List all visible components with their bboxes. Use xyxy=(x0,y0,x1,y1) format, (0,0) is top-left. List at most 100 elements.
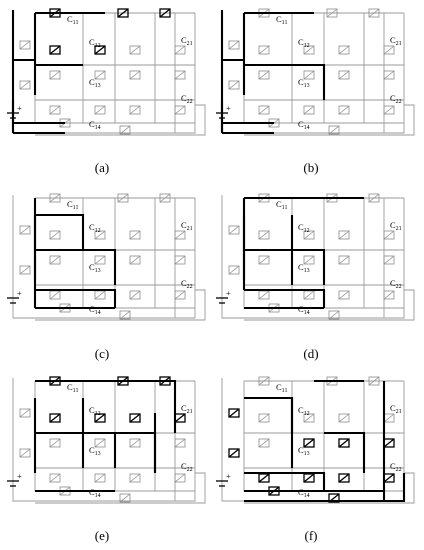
diode-mark xyxy=(129,105,141,115)
current-path xyxy=(115,431,157,473)
switch-device xyxy=(258,45,270,55)
capacitor-label-c12: C12 xyxy=(89,405,101,417)
capacitor-label-c11: C11 xyxy=(276,14,287,26)
switch-device xyxy=(258,438,270,448)
switch-device xyxy=(49,193,61,203)
switch-device xyxy=(303,45,315,55)
diode-mark xyxy=(174,105,186,115)
diode-mark xyxy=(49,193,61,203)
panel-caption-f: (f) xyxy=(305,528,318,543)
capacitor-label-c12: C12 xyxy=(298,37,310,49)
capacitor-label-c21: C21 xyxy=(390,220,402,232)
diode-mark xyxy=(228,40,240,50)
switch-device xyxy=(328,310,340,320)
current-path xyxy=(244,288,326,308)
diode-mark xyxy=(383,45,395,55)
capacitor-label-c22: C22 xyxy=(181,278,193,290)
capacitor-label-c21: C21 xyxy=(181,35,193,47)
diode-mark xyxy=(49,473,61,483)
diode-mark xyxy=(174,255,186,265)
switch-device xyxy=(174,290,186,300)
circuit-wire xyxy=(12,10,65,134)
diode-mark xyxy=(159,193,171,203)
diode-mark xyxy=(258,70,270,80)
switch-device xyxy=(94,230,106,240)
switch-device xyxy=(383,230,395,240)
diode-mark xyxy=(94,413,106,423)
diode-mark xyxy=(19,265,31,275)
capacitor-label-c22: C22 xyxy=(390,278,402,290)
diode-mark xyxy=(19,408,31,418)
source-polarity-label: + xyxy=(17,471,22,481)
diode-mark xyxy=(19,40,31,50)
switch-device xyxy=(174,45,186,55)
diode-mark xyxy=(119,493,131,503)
switch-device xyxy=(49,70,61,80)
diode-mark xyxy=(174,290,186,300)
capacitor-label-c12: C12 xyxy=(298,405,310,417)
source-polarity-label: + xyxy=(17,103,22,113)
diode-mark xyxy=(19,80,31,90)
diode-mark xyxy=(258,105,270,115)
switch-device xyxy=(129,45,141,55)
diode-mark xyxy=(94,105,106,115)
diode-mark xyxy=(328,310,340,320)
capacitor-label-c13: C13 xyxy=(89,262,101,274)
switch-device xyxy=(129,413,141,423)
diode-mark xyxy=(303,413,315,423)
capacitor-label-c14: C14 xyxy=(298,487,310,499)
diode-mark xyxy=(383,230,395,240)
switch-device xyxy=(368,193,380,203)
capacitor-label-c14: C14 xyxy=(89,487,101,499)
diode-mark xyxy=(383,70,395,80)
switch-device xyxy=(129,473,141,483)
circuit-wire xyxy=(12,378,65,502)
switch-device xyxy=(338,413,350,423)
diode-mark xyxy=(174,438,186,448)
diode-mark xyxy=(49,255,61,265)
diode-mark xyxy=(338,413,350,423)
diode-mark xyxy=(119,310,131,320)
diode-mark xyxy=(368,376,380,386)
diode-mark xyxy=(383,290,395,300)
switch-device xyxy=(94,70,106,80)
switch-device xyxy=(228,80,240,90)
diode-mark xyxy=(383,473,395,483)
current-path xyxy=(35,248,117,285)
switch-device xyxy=(258,105,270,115)
circuit-wire xyxy=(65,491,196,502)
diode-mark xyxy=(383,105,395,115)
circuit-wire xyxy=(244,472,415,504)
switch-device xyxy=(119,493,131,503)
diode-mark xyxy=(338,70,350,80)
diode-mark xyxy=(129,45,141,55)
diode-mark xyxy=(19,225,31,235)
diode-mark xyxy=(228,225,240,235)
diode-mark xyxy=(303,255,315,265)
switch-device xyxy=(117,193,129,203)
switch-device xyxy=(19,40,31,50)
capacitor-label-c21: C21 xyxy=(181,403,193,415)
switch-device xyxy=(94,105,106,115)
switch-device xyxy=(338,45,350,55)
capacitor-label-c21: C21 xyxy=(390,403,402,415)
diode-mark xyxy=(49,70,61,80)
capacitor-label-c21: C21 xyxy=(181,220,193,232)
capacitor-label-c22: C22 xyxy=(390,461,402,473)
switch-device xyxy=(228,448,240,458)
diode-mark xyxy=(94,438,106,448)
switch-device xyxy=(49,230,61,240)
diode-mark xyxy=(94,473,106,483)
capacitor-label-c14: C14 xyxy=(89,304,101,316)
switch-device xyxy=(129,438,141,448)
switch-device xyxy=(368,376,380,386)
diode-mark xyxy=(303,290,315,300)
diode-mark xyxy=(159,8,171,18)
switch-device xyxy=(119,125,131,135)
diode-mark xyxy=(94,45,106,55)
switch-device xyxy=(228,265,240,275)
switch-device xyxy=(258,230,270,240)
